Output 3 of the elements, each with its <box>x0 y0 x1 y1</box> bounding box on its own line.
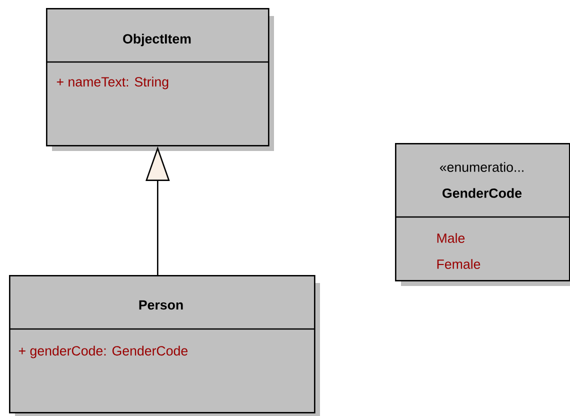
class-box: «enumeratio... GenderCode Male Female <box>395 143 570 286</box>
class-box: Person + genderCode: GenderCode <box>9 275 320 416</box>
class-box: ObjectItem + nameText: String <box>46 8 274 151</box>
